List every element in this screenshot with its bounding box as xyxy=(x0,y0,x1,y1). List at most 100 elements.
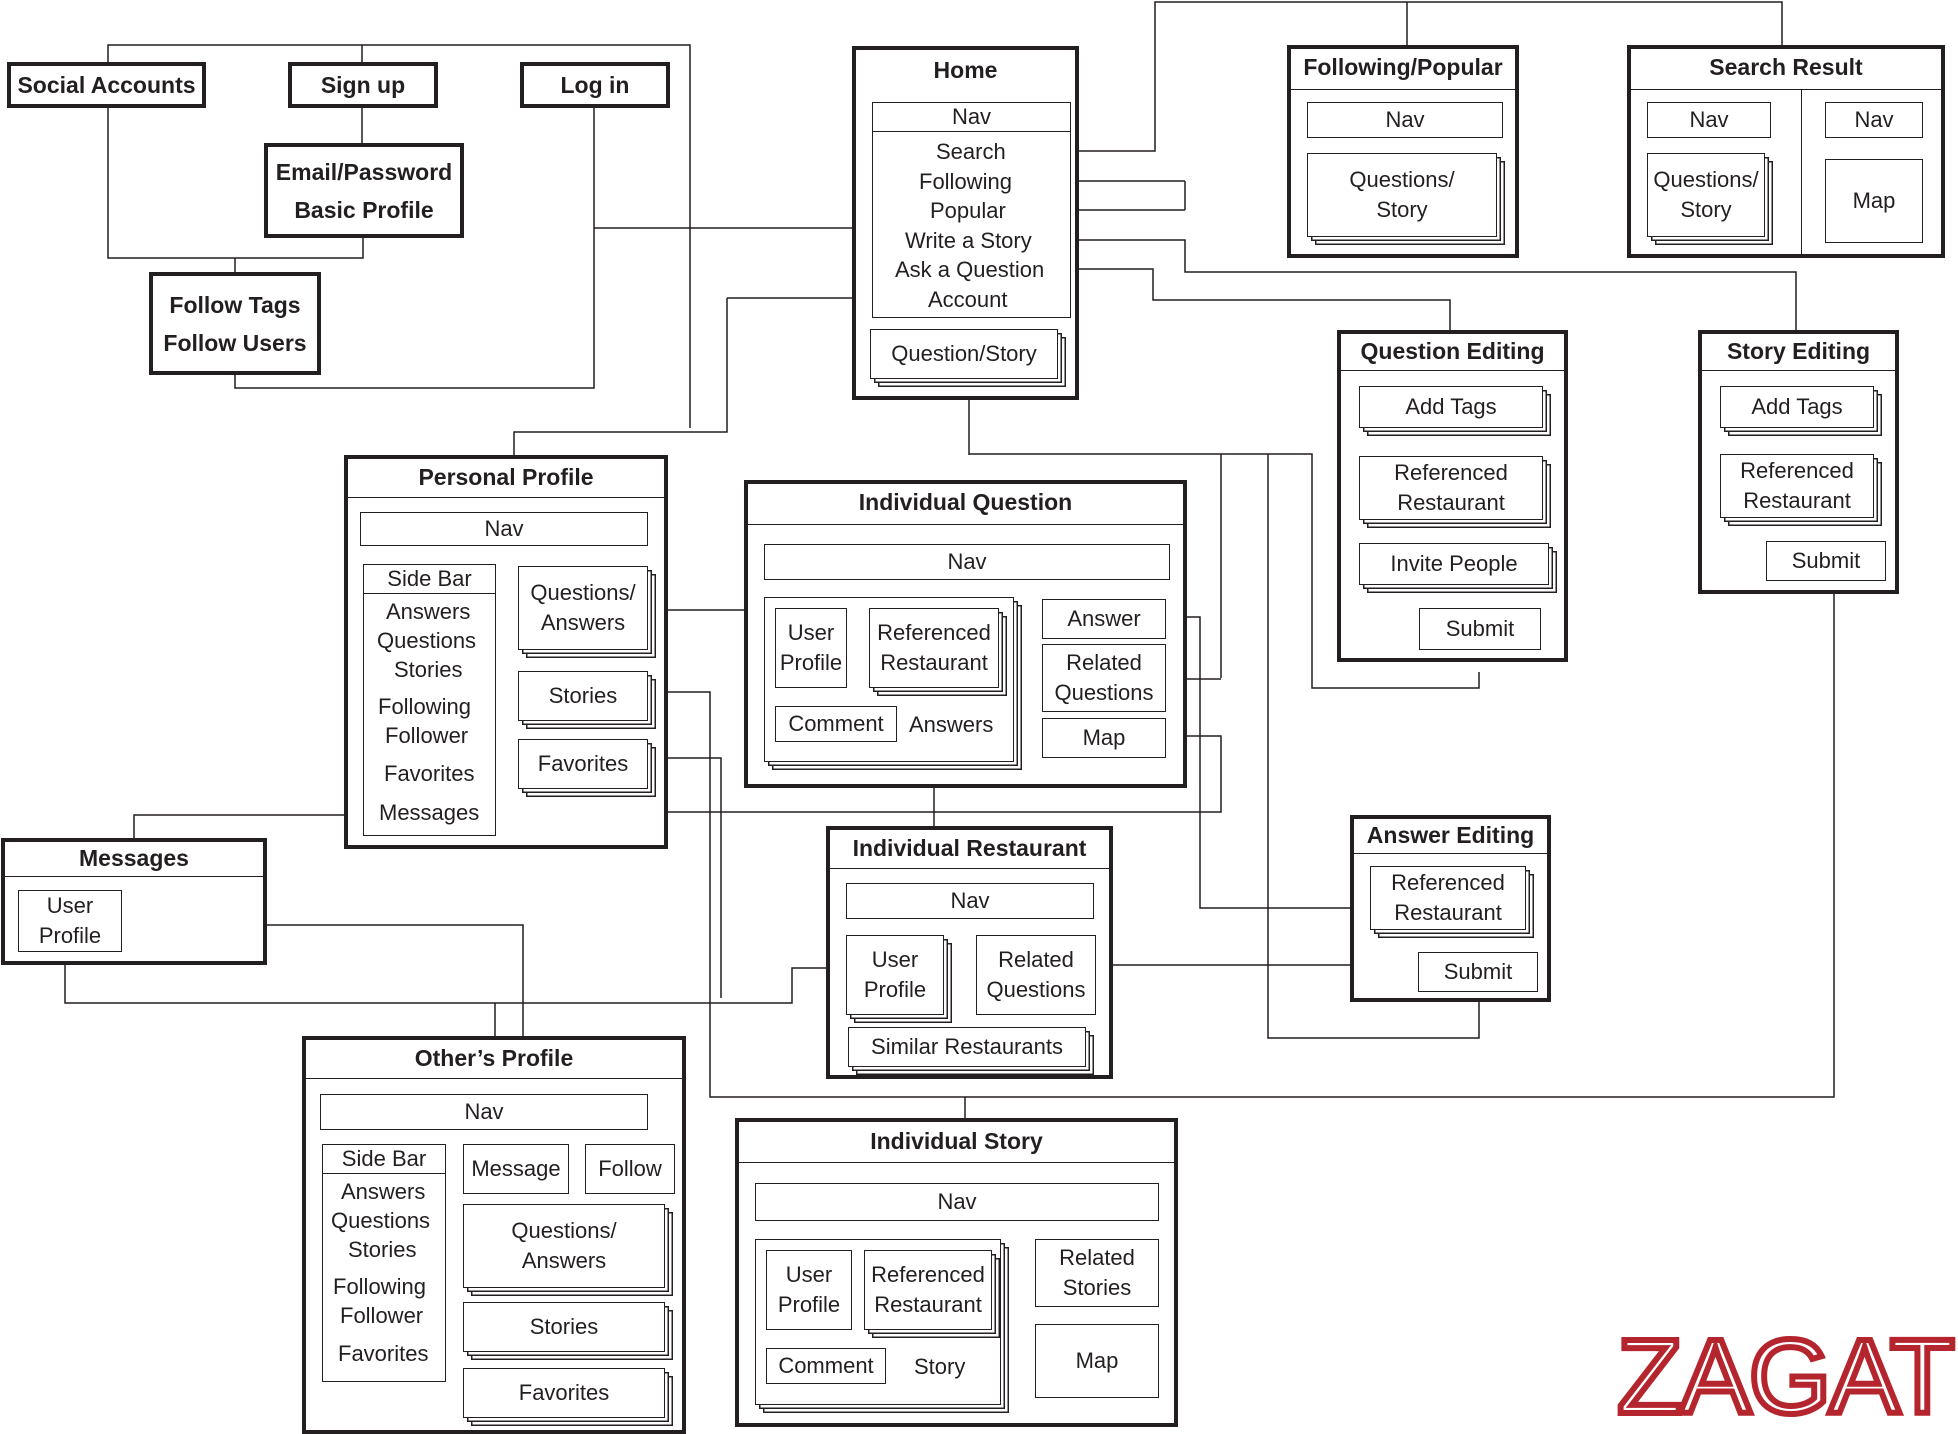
connector xyxy=(513,298,728,457)
menu-write-story[interactable]: Write a Story xyxy=(905,228,1032,253)
questions-story-card[interactable]: Questions/ Story xyxy=(1647,153,1765,237)
sidebar-item-favorites[interactable]: Favorites xyxy=(384,761,475,786)
page-title: Following/Popular xyxy=(1303,54,1503,80)
menu-ask-question[interactable]: Ask a Question xyxy=(895,257,1045,282)
user-profile-box[interactable]: User Profile xyxy=(18,890,122,952)
home-page: Home Nav Search Following Popular Write … xyxy=(852,46,1079,400)
sidebar-item-stories[interactable]: Stories xyxy=(348,1237,417,1262)
log-in-box[interactable]: Log in xyxy=(520,62,670,108)
questions-story-card[interactable]: Questions/ Story xyxy=(1307,153,1497,237)
answers-label: Answers xyxy=(909,712,994,737)
nav-bar-left[interactable]: Nav xyxy=(1647,102,1771,138)
invite-people-button[interactable]: Invite People xyxy=(1359,543,1549,585)
map-box[interactable]: Map xyxy=(1825,159,1923,243)
email-password-box[interactable]: Email/Password Basic Profile xyxy=(264,143,464,238)
referenced-restaurant-field[interactable]: Referenced Restaurant xyxy=(1370,866,1526,930)
menu-search[interactable]: Search xyxy=(936,139,1006,164)
user-profile-box[interactable]: User Profile xyxy=(766,1250,852,1330)
nav-bar[interactable]: Nav xyxy=(755,1183,1159,1221)
story-label: Story xyxy=(914,1354,966,1379)
sidebar-item-follower[interactable]: Follower xyxy=(340,1303,424,1328)
referenced-restaurant-field[interactable]: Referenced Restaurant xyxy=(1720,454,1874,518)
sidebar-item-following[interactable]: Following xyxy=(378,694,471,719)
user-profile-box[interactable]: User Profile xyxy=(775,608,847,688)
sidebar-item-questions[interactable]: Questions xyxy=(377,628,477,653)
favorites-card[interactable]: Favorites xyxy=(463,1368,665,1418)
personal-profile-page: Personal Profile Nav Side Bar Answers Qu… xyxy=(344,455,668,849)
nav-bar-right[interactable]: Nav xyxy=(1825,102,1923,138)
nav-bar[interactable]: Nav xyxy=(846,883,1094,919)
zagat-logo: ZAGAT xyxy=(1614,1325,1958,1425)
add-tags-button[interactable]: Add Tags xyxy=(1359,386,1543,428)
related-questions-box[interactable]: Related Questions xyxy=(976,935,1096,1015)
follow-button[interactable]: Follow xyxy=(585,1144,675,1194)
submit-button[interactable]: Submit xyxy=(1419,608,1541,650)
referenced-restaurant-field[interactable]: Referenced Restaurant xyxy=(1359,456,1543,520)
sidebar-item-favorites[interactable]: Favorites xyxy=(338,1341,429,1366)
nav-bar[interactable]: Nav xyxy=(764,544,1170,580)
sidebar-item-following[interactable]: Following xyxy=(333,1274,426,1299)
menu-popular[interactable]: Popular xyxy=(930,198,1006,223)
referenced-restaurant-box[interactable]: Referenced Restaurant xyxy=(869,608,999,688)
menu-account[interactable]: Account xyxy=(928,287,1008,312)
answer-editing-page: Answer Editing Referenced Restaurant Sub… xyxy=(1350,815,1551,1002)
related-stories-box[interactable]: Related Stories xyxy=(1035,1239,1159,1307)
submit-button[interactable]: Submit xyxy=(1766,541,1886,581)
map-box[interactable]: Map xyxy=(1042,718,1166,758)
questions-answers-card[interactable]: Questions/ Answers xyxy=(518,566,648,650)
story-editing-page: Story Editing Add Tags Referenced Restau… xyxy=(1698,330,1899,594)
page-title: Personal Profile xyxy=(418,464,594,490)
menu-following[interactable]: Following xyxy=(919,169,1012,194)
home-menu-frame: Nav Search Following Popular Write a Sto… xyxy=(872,102,1071,318)
sidebar-item-follower[interactable]: Follower xyxy=(385,723,469,748)
stories-card[interactable]: Stories xyxy=(463,1302,665,1352)
connector xyxy=(107,44,691,428)
connector xyxy=(234,108,595,389)
sidebar-item-stories[interactable]: Stories xyxy=(394,657,463,682)
connector xyxy=(1030,1,1783,152)
sign-up-box[interactable]: Sign up xyxy=(288,62,438,108)
map-box[interactable]: Map xyxy=(1035,1324,1159,1398)
favorites-card[interactable]: Favorites xyxy=(518,739,648,789)
sidebar: Side Bar Answers Questions Stories Follo… xyxy=(363,564,496,836)
social-accounts-box[interactable]: Social Accounts xyxy=(7,62,206,108)
stories-card[interactable]: Stories xyxy=(518,671,648,721)
related-questions-box[interactable]: Related Questions xyxy=(1042,644,1166,712)
nav-bar[interactable]: Nav xyxy=(360,512,648,546)
page-title: Question Editing xyxy=(1360,338,1545,364)
sidebar-item-messages[interactable]: Messages xyxy=(379,800,480,825)
follow-tags-users-box[interactable]: Follow Tags Follow Users xyxy=(149,272,321,375)
sidebar-item-answers[interactable]: Answers xyxy=(341,1179,426,1204)
page-title: Messages xyxy=(79,845,189,871)
page-title: Other’s Profile xyxy=(414,1045,574,1071)
following-popular-page: Following/Popular Nav Questions/ Story xyxy=(1287,45,1519,258)
story-card[interactable]: User Profile Referenced Restaurant Comme… xyxy=(755,1239,1001,1405)
nav-bar[interactable]: Nav xyxy=(873,103,1070,132)
nav-bar[interactable]: Nav xyxy=(320,1094,648,1130)
individual-story-page: Individual Story Nav User Profile Refere… xyxy=(735,1118,1178,1427)
submit-button[interactable]: Submit xyxy=(1418,952,1538,992)
connector xyxy=(643,757,722,998)
others-profile-page: Other’s Profile Nav Side Bar Answers Que… xyxy=(302,1036,686,1434)
comment-button[interactable]: Comment xyxy=(766,1348,886,1384)
user-profile-card[interactable]: User Profile xyxy=(846,935,944,1015)
individual-restaurant-page: Individual Restaurant Nav User Profile R… xyxy=(826,826,1113,1079)
connector xyxy=(1267,454,1480,1039)
page-title: Individual Restaurant xyxy=(852,835,1087,861)
answer-button[interactable]: Answer xyxy=(1042,599,1166,639)
sidebar-item-answers[interactable]: Answers xyxy=(386,599,471,624)
connector xyxy=(969,453,1480,689)
connector xyxy=(1055,239,1797,330)
similar-restaurants-card[interactable]: Similar Restaurants xyxy=(848,1027,1086,1067)
sidebar: Side Bar Answers Questions Stories Follo… xyxy=(322,1144,446,1382)
message-button[interactable]: Message xyxy=(463,1144,569,1194)
question-story-card[interactable]: Question/Story xyxy=(870,329,1058,379)
comment-button[interactable]: Comment xyxy=(775,706,897,742)
nav-bar[interactable]: Nav xyxy=(1307,102,1503,138)
search-result-page: Search Result Nav Questions/ Story Nav M… xyxy=(1627,45,1945,258)
referenced-restaurant-box[interactable]: Referenced Restaurant xyxy=(864,1250,992,1330)
sidebar-item-questions[interactable]: Questions xyxy=(331,1208,431,1233)
questions-answers-card[interactable]: Questions/ Answers xyxy=(463,1204,665,1288)
add-tags-button[interactable]: Add Tags xyxy=(1720,386,1874,428)
answers-card[interactable]: User Profile Referenced Restaurant Comme… xyxy=(764,597,1014,762)
